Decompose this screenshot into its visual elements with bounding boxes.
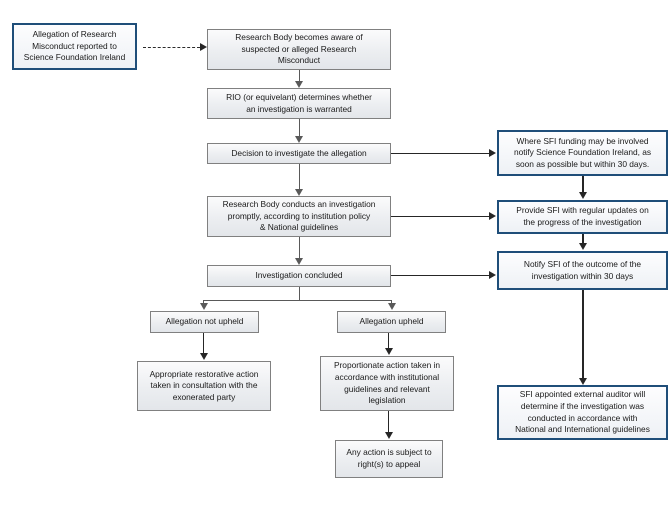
node-restorative-action[interactable]: Appropriate restorative action taken in … [137,361,271,411]
node-allegation-upheld[interactable]: Allegation upheld [337,311,446,333]
arrowhead-decision-to-notify-funding [489,149,496,157]
connector-dashed-reported-to-aware [143,47,200,48]
node-notify-outcome[interactable]: Notify SFI of the outcome of the investi… [497,251,668,290]
node-right-to-appeal-label: Any action is subject to right(s) to app… [346,447,432,469]
connector-conducts-to-updates [391,216,490,217]
arrowhead-updates-to-outcome [579,243,587,250]
connector-branch-right-drop [391,300,392,305]
node-rio-determines-label: RIO (or equivelant) determines whether a… [226,91,372,114]
arrowhead-funding-to-updates [579,192,587,199]
node-decision-investigate-label: Decision to investigate the allegation [231,147,367,158]
node-external-auditor-label: SFI appointed external auditor will dete… [515,389,650,435]
arrowhead-decision-to-conducts [295,189,303,196]
arrowhead-upheld-to-proportionate [385,348,393,355]
node-rio-determines[interactable]: RIO (or equivelant) determines whether a… [207,88,391,119]
arrowhead-conducts-to-updates [489,212,496,220]
connector-rio-to-decision [299,119,300,136]
connector-concluded-branch-stem [299,287,300,300]
node-proportionate-action-label: Proportionate action taken in accordance… [333,360,441,406]
connector-outcome-to-auditor [582,290,584,380]
connector-aware-to-rio [299,70,300,83]
node-notify-sfi-funding-label: Where SFI funding may be involved notify… [513,135,652,169]
node-allegation-reported-label: Allegation of Research Misconduct report… [23,29,126,63]
node-investigation-concluded[interactable]: Investigation concluded [207,265,391,287]
arrowhead-aware-to-rio [295,81,303,88]
node-notify-outcome-label: Notify SFI of the outcome of the investi… [523,258,642,281]
node-regular-updates-label: Provide SFI with regular updates on the … [516,205,649,227]
node-external-auditor[interactable]: SFI appointed external auditor will dete… [497,385,668,440]
connector-funding-to-updates [582,176,584,193]
connector-concluded-to-notify-outcome [391,275,490,276]
node-notify-sfi-funding[interactable]: Where SFI funding may be involved notify… [497,130,668,176]
node-decision-investigate[interactable]: Decision to investigate the allegation [207,143,391,164]
node-body-aware[interactable]: Research Body becomes aware of suspected… [207,29,391,70]
connector-decision-to-conducts [299,164,300,189]
connector-proportionate-to-appeal [388,411,389,433]
node-body-aware-label: Research Body becomes aware of suspected… [235,32,363,66]
connector-decision-to-notify-funding [391,153,490,154]
arrowhead-concluded-to-notify-outcome [489,271,496,279]
connector-updates-to-outcome [582,234,584,244]
arrowhead-rio-to-decision [295,136,303,143]
node-allegation-not-upheld-label: Allegation not upheld [165,316,244,327]
connector-branch-left-drop [203,300,204,305]
connector-upheld-to-proportionate [388,333,389,349]
node-allegation-upheld-label: Allegation upheld [359,316,424,327]
node-regular-updates[interactable]: Provide SFI with regular updates on the … [497,200,668,234]
arrowhead-branch-not-upheld [200,303,208,310]
node-body-conducts[interactable]: Research Body conducts an investigation … [207,196,391,237]
node-restorative-action-label: Appropriate restorative action taken in … [149,368,259,402]
arrowhead-reported-to-aware [200,43,207,51]
arrowhead-proportionate-to-appeal [385,432,393,439]
node-investigation-concluded-label: Investigation concluded [255,270,343,281]
arrowhead-conducts-to-concluded [295,258,303,265]
arrowhead-outcome-to-auditor [579,378,587,385]
node-body-conducts-label: Research Body conducts an investigation … [222,199,376,233]
node-right-to-appeal[interactable]: Any action is subject to right(s) to app… [335,440,443,478]
arrowhead-branch-upheld [388,303,396,310]
node-allegation-not-upheld[interactable]: Allegation not upheld [150,311,259,333]
arrowhead-not-upheld-to-restorative [200,353,208,360]
node-proportionate-action[interactable]: Proportionate action taken in accordance… [320,356,454,411]
connector-conducts-to-concluded [299,237,300,258]
connector-concluded-branch-bar [203,300,391,301]
connector-not-upheld-to-restorative [203,333,204,354]
node-allegation-reported[interactable]: Allegation of Research Misconduct report… [12,23,137,70]
